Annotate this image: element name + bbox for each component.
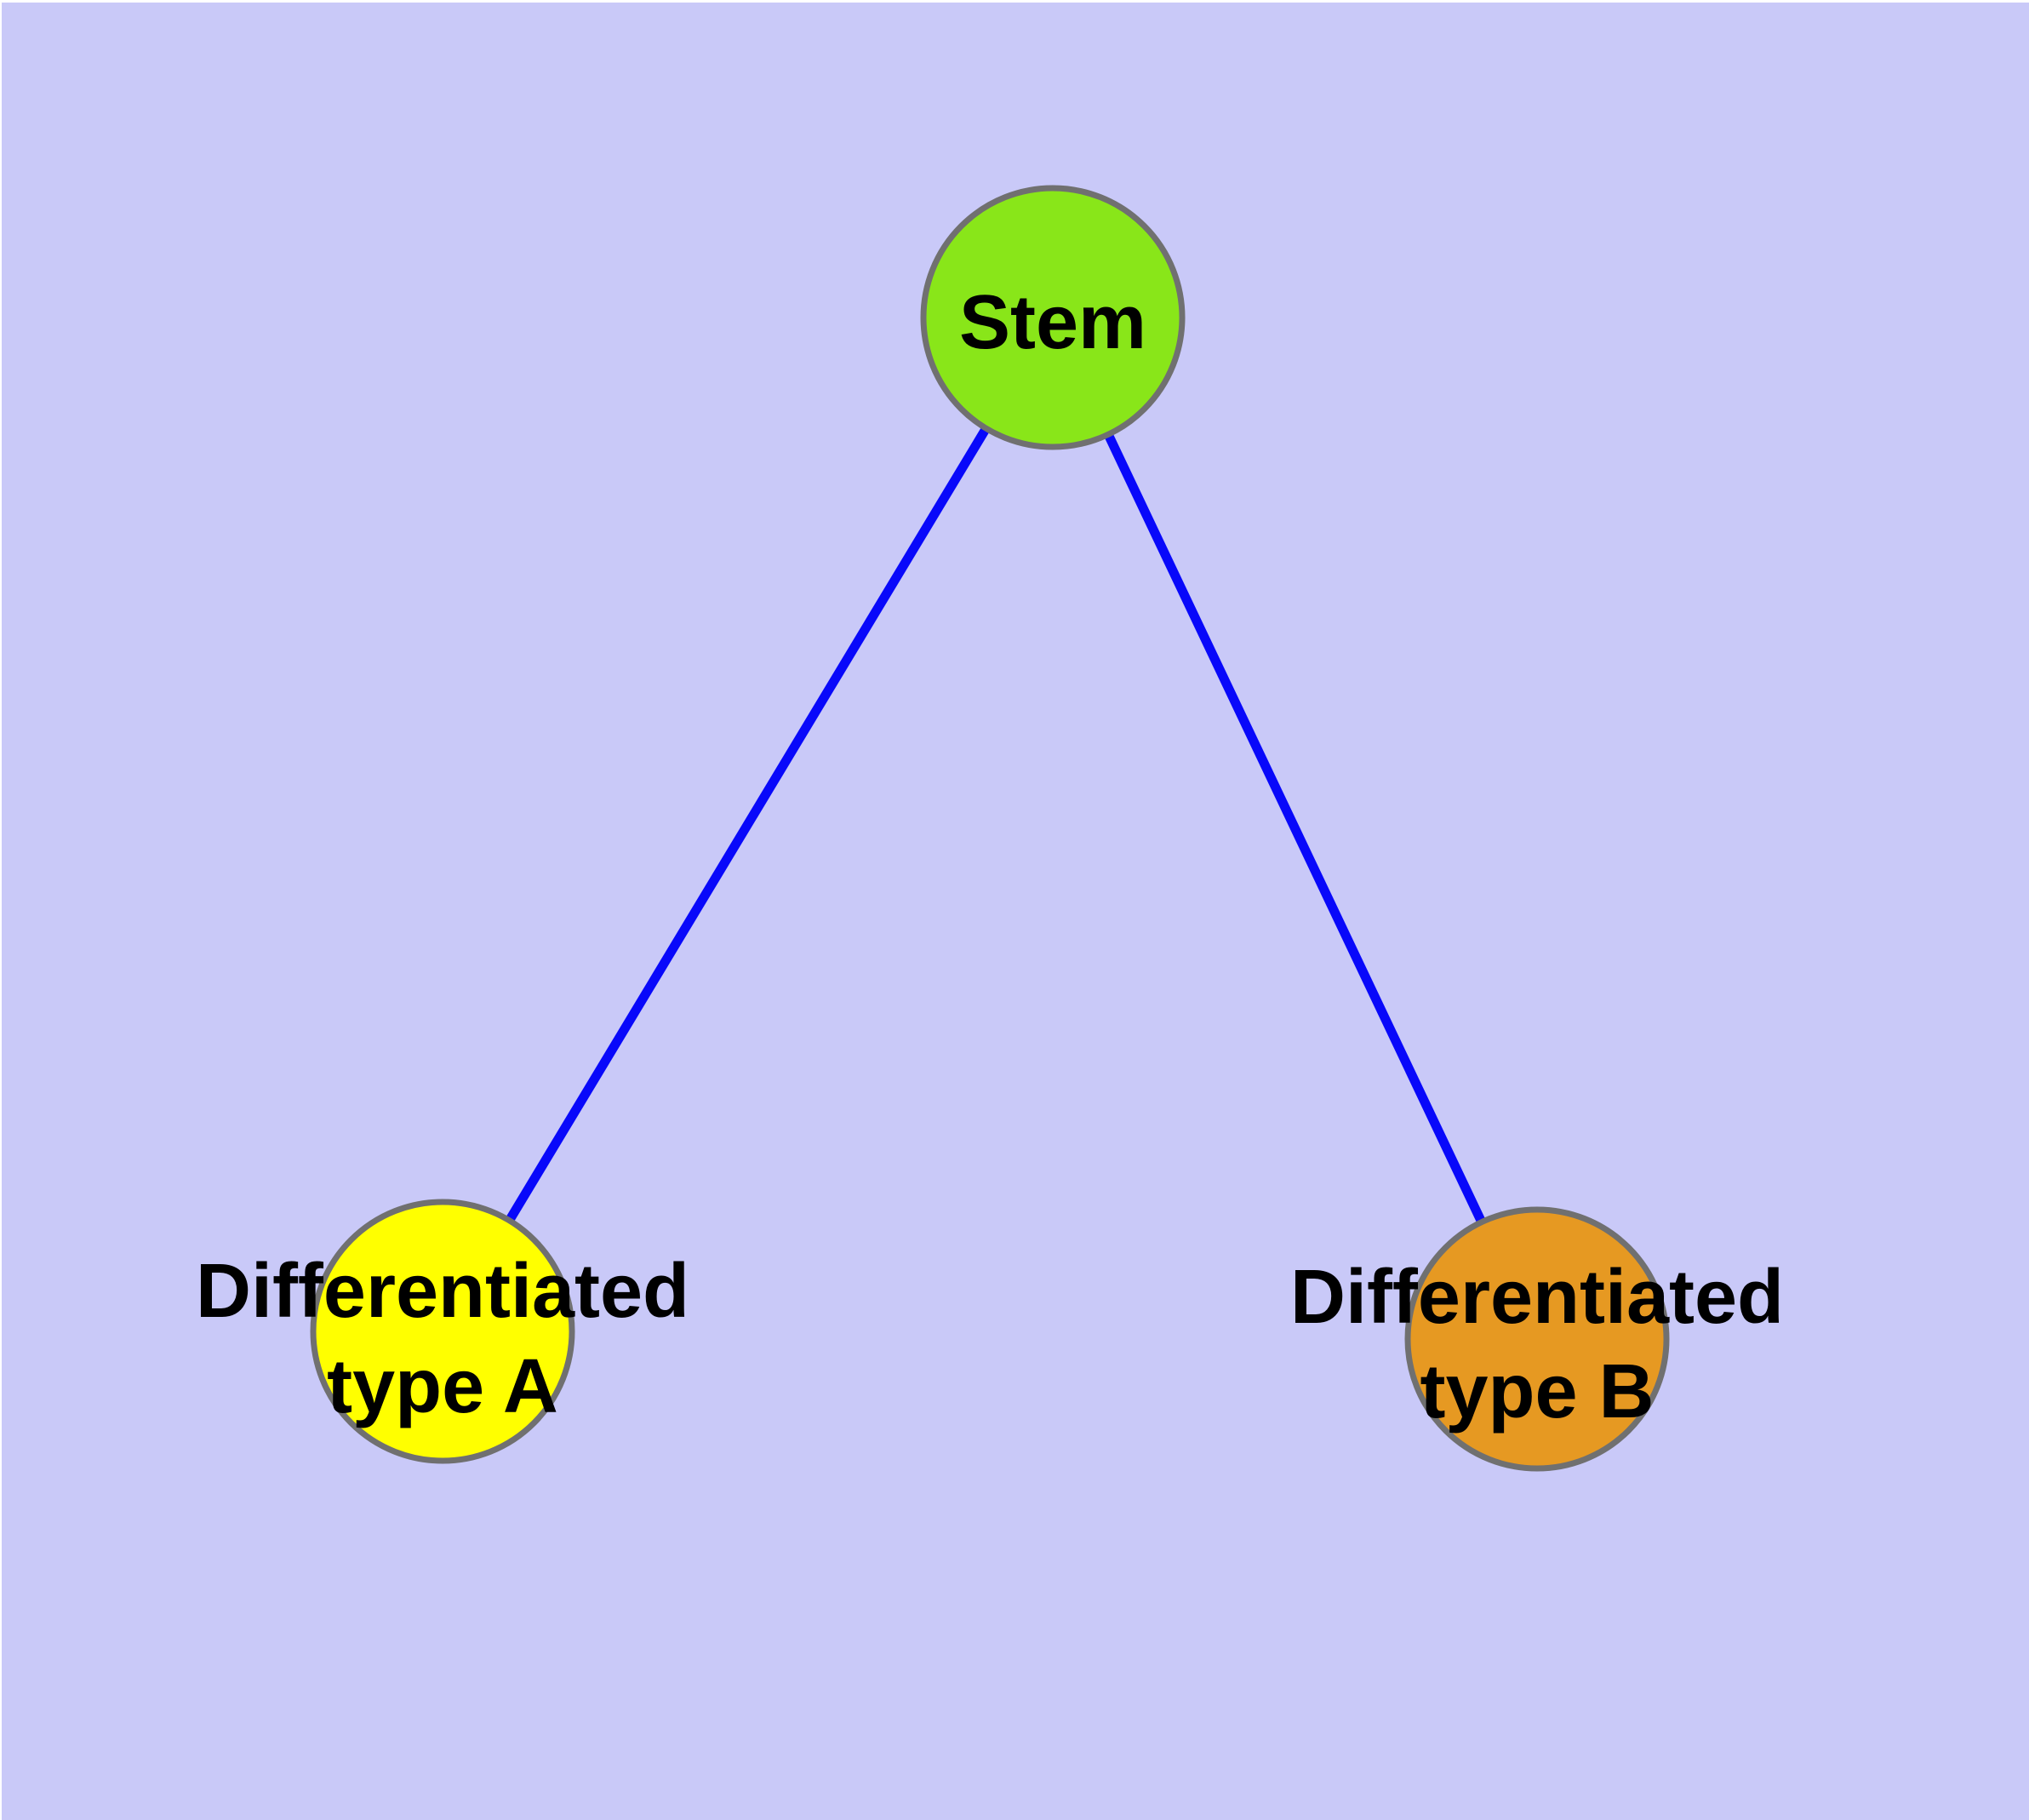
edge-stem-to-type-b xyxy=(1049,315,1541,1342)
differentiated-type-a-node xyxy=(310,1199,575,1464)
top-margin-strip xyxy=(0,0,2029,3)
differentiated-type-b-label-line2: type B xyxy=(1420,1349,1654,1434)
stem-node-label: Stem xyxy=(959,280,1146,365)
differentiated-type-a-label-line1: Differentiated xyxy=(196,1249,689,1334)
left-margin-strip xyxy=(0,0,2,1820)
differentiated-type-a-label-line2: type A xyxy=(327,1344,558,1429)
differentiated-type-b-label-line1: Differentiated xyxy=(1290,1255,1784,1340)
differentiated-type-b-node xyxy=(1404,1206,1670,1472)
stem-node xyxy=(920,185,1186,450)
edge-stem-to-type-a xyxy=(438,315,1057,1334)
